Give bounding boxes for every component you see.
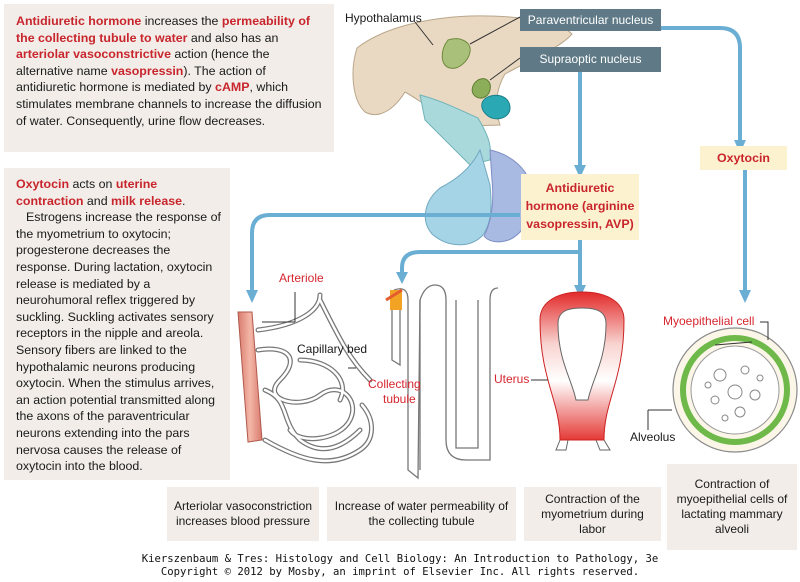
oxy-run-text-1: acts on [69, 177, 116, 191]
adh-info-text: Antidiuretic hormone increases the perme… [16, 14, 322, 128]
collecting-tubule-drawing [391, 284, 499, 480]
alveolus-drawing [647, 321, 798, 453]
oxytocin-info-heading: Oxytocin acts on uterine contraction and… [16, 176, 222, 209]
collecting-label-line2: tubule [383, 392, 416, 406]
oxytocin-info-panel: Oxytocin acts on uterine contraction and… [4, 168, 230, 480]
alveolus-label: Alveolus [630, 430, 676, 444]
oxy-run-text-3: and [83, 193, 112, 208]
supraoptic-nucleus-label: Supraoptic nucleus [520, 47, 661, 72]
adh-run-text-7: ). The action of antidiuretic hormone is… [16, 63, 266, 95]
paraventricular-nucleus-label: Paraventricular nucleus [520, 9, 661, 31]
adh-label-line3: vasopressin, AVP) [526, 217, 634, 231]
adh-run-text-9: , which stimulates membrane channels to … [16, 80, 322, 128]
arteriole-label: Arteriole [279, 271, 324, 285]
caption-myometrium-contraction: Contraction of the myometrium during lab… [524, 487, 661, 541]
footer-citation: Kierszenbaum & Tres: Histology and Cell … [141, 553, 659, 565]
oxytocin-info-body: Estrogens increase the response of the m… [16, 210, 221, 474]
oxy-run-highlight-0: Oxytocin [16, 177, 70, 191]
hormone-arrows [250, 26, 747, 290]
oxytocin-label: Oxytocin [700, 146, 787, 170]
adh-label-line1: Antidiuretic [545, 181, 615, 195]
oxy-run-text-5: . [182, 193, 186, 208]
caption-arteriolar-vasoconstriction: Arteriolar vasoconstriction increases bl… [167, 487, 319, 541]
leader-lines [348, 16, 548, 381]
oxy-run-highlight-2: uterine contraction [16, 177, 158, 208]
hypothalamus-label: Hypothalamus [345, 11, 422, 25]
oxy-run-highlight-4: milk release [111, 193, 182, 208]
collecting-tubule-label: Collecting tubule [368, 377, 421, 407]
collecting-label-line1: Collecting [368, 377, 421, 391]
adh-run-text-3: and also has an [187, 30, 279, 45]
adh-run-highlight-2: permeability of the collecting tubule to… [16, 14, 311, 45]
adh-run-text-1: increases the [141, 14, 222, 28]
footer-copyright: Copyright © 2012 by Mosby, an imprint of… [160, 566, 640, 578]
caption-myoepithelial-contraction: Contraction of myoepithelial cells of la… [667, 464, 797, 550]
capillary-bed-drawing [237, 292, 374, 464]
adh-hormone-label: Antidiuretic hormone (arginine vasopress… [521, 174, 639, 240]
adh-run-highlight-6: vasopressin [111, 63, 184, 78]
capillary-bed-label: Capillary bed [297, 342, 368, 356]
uterus-label: Uterus [494, 372, 530, 386]
caption-water-permeability: Increase of water permeability of the co… [327, 487, 516, 541]
adh-run-highlight-4: arteriolar vasoconstrictive [16, 47, 171, 62]
adh-run-highlight-8: cAMP [215, 80, 250, 95]
hypothalamus-pituitary-drawing [352, 15, 573, 246]
adh-label-line2: hormone (arginine [525, 199, 635, 213]
adh-run-highlight-0: Antidiuretic hormone [16, 14, 142, 28]
myoepithelial-cell-label: Myoepithelial cell [663, 314, 755, 328]
adh-info-panel: Antidiuretic hormone increases the perme… [4, 4, 334, 152]
uterus-drawing [539, 291, 625, 451]
adh-run-text-5: action (hence the alternative name [16, 47, 270, 78]
